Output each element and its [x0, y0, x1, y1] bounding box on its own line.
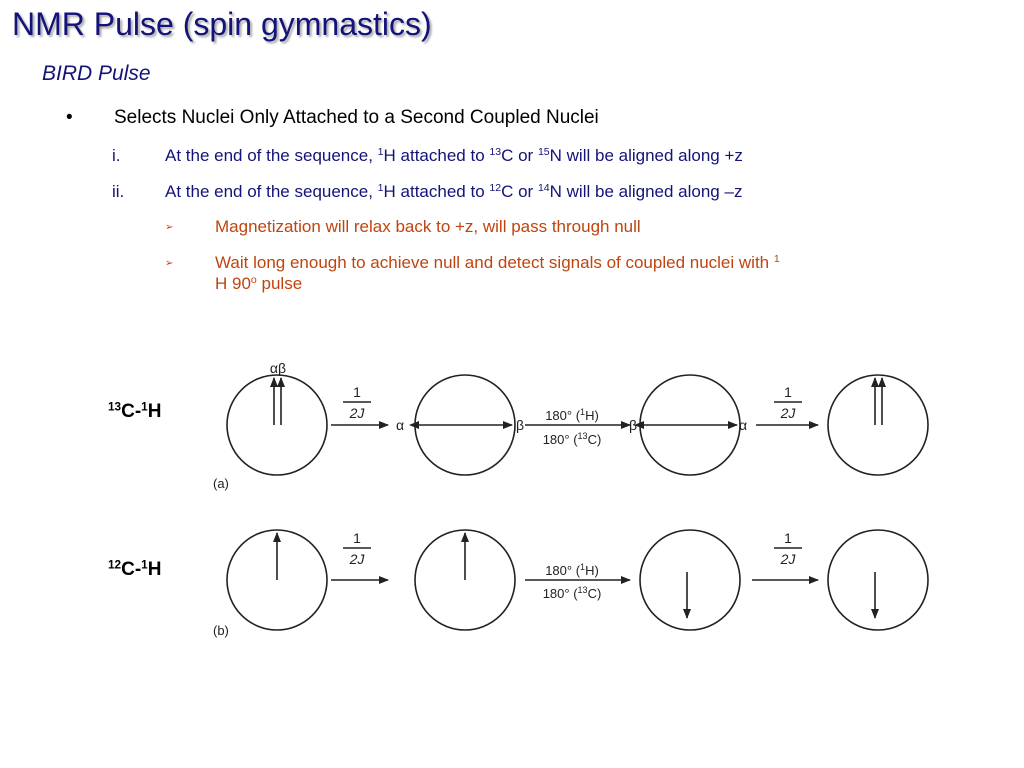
beta-label-a3: β [629, 417, 637, 433]
sub-sub-item-2-text: Wait long enough to achieve null and det… [215, 253, 780, 293]
magnetization-circle-a1 [226, 374, 328, 476]
panel-label-a: (a) [213, 476, 229, 491]
delay-denominator-b3: 2J [780, 551, 797, 567]
pulse-label-h-b: 180° (1H) [545, 562, 599, 578]
alpha-label-a1: α [396, 417, 404, 433]
delay-denominator-b1: 2J [349, 551, 366, 567]
alpha-beta-label: αβ [270, 360, 286, 376]
row-label-12c-1h: 12C-1H [108, 558, 162, 580]
arrow-bullet-icon: ➢ [165, 258, 174, 269]
slide-title: NMR Pulse (spin gymnastics) [12, 6, 432, 42]
magnetization-circle-b3 [639, 529, 741, 631]
delay-denominator-a3: 2J [780, 405, 797, 421]
bullet-text: Selects Nuclei Only Attached to a Second… [114, 107, 599, 128]
sub-item-1-text: At the end of the sequence, 1H attached … [165, 146, 743, 165]
delay-denominator-a1: 2J [349, 405, 366, 421]
magnetization-circle-a4 [827, 374, 929, 476]
panel-label-b: (b) [213, 623, 229, 638]
arrow-bullet-icon: ➢ [165, 222, 174, 233]
sub-item-1-mark: i. [112, 146, 121, 165]
row-label-13c-1h: 13C-1H [108, 400, 162, 422]
delay-numerator-b3: 1 [784, 530, 792, 546]
magnetization-circle-b2 [414, 529, 516, 631]
sub-sub-item-1-text: Magnetization will relax back to +z, wil… [215, 217, 641, 236]
magnetization-circle-b4 [827, 529, 929, 631]
delay-numerator-a1: 1 [353, 384, 361, 400]
beta-label-a2: β [516, 417, 524, 433]
pulse-label-h-a: 180° (1H) [545, 407, 599, 423]
sub-item-2-mark: ii. [112, 182, 125, 201]
pulse-label-c-b: 180° (13C) [543, 585, 602, 601]
slide-subtitle: BIRD Pulse [42, 62, 151, 85]
bullet-mark: • [66, 107, 73, 128]
delay-numerator-b1: 1 [353, 530, 361, 546]
sub-item-2-text: At the end of the sequence, 1H attached … [165, 182, 743, 201]
magnetization-circle-b1 [226, 529, 328, 631]
pulse-label-c-a: 180° (13C) [543, 431, 602, 447]
alpha-label-a3: α [739, 417, 747, 433]
delay-numerator-a3: 1 [784, 384, 792, 400]
